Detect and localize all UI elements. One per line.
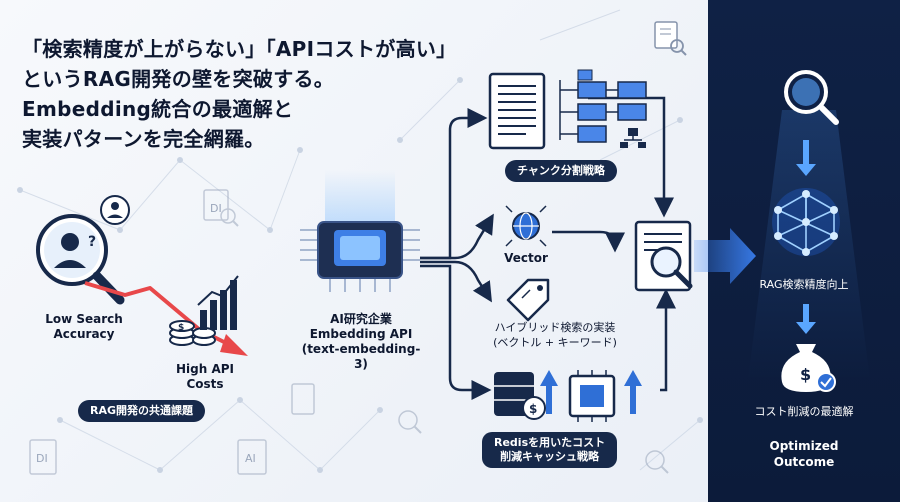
document-magnifier-icon bbox=[634, 220, 693, 292]
chip-label-line1: AI研究企業 bbox=[330, 312, 392, 326]
knowledge-graph-icon bbox=[772, 188, 840, 256]
low-search-accuracy-label: Low Search Accuracy bbox=[36, 312, 132, 342]
svg-text:$: $ bbox=[800, 365, 811, 384]
low-search-line1: Low Search bbox=[45, 312, 123, 326]
rising-bar-chart-icon bbox=[197, 275, 239, 330]
svg-text:?: ? bbox=[88, 234, 96, 250]
chunk-strategy-badge: チャンク分割戦略 bbox=[505, 160, 617, 182]
embedding-api-label: AI研究企業 Embedding API (text-embedding-3) bbox=[296, 312, 426, 372]
chip-label-line3: (text-embedding-3) bbox=[301, 342, 421, 371]
redis-line2: 削減キャッシュ戦略 bbox=[500, 450, 600, 463]
down-arrow-icon-1 bbox=[796, 140, 816, 176]
search-person-icon: ? bbox=[36, 214, 125, 305]
high-api-line1: High API bbox=[175, 362, 234, 376]
keyword-tag-icon bbox=[506, 278, 550, 322]
hybrid-search-label: ハイブリッド検索の実装 (ベクトル + キーワード) bbox=[470, 320, 640, 350]
embedding-chip-icon bbox=[300, 170, 420, 292]
headline-line3: Embedding統合の最適解と bbox=[22, 97, 294, 121]
cache-up-arrow-icon bbox=[540, 370, 642, 414]
coins-icon: $ bbox=[169, 320, 216, 346]
outcome-line1: Optimized bbox=[769, 439, 839, 453]
common-issues-badge: RAG開発の共通課題 bbox=[78, 400, 206, 422]
low-search-line2: Accuracy bbox=[53, 327, 115, 341]
optimized-outcome-label: Optimized Outcome bbox=[708, 438, 900, 470]
down-arrow-icon-2 bbox=[796, 304, 816, 334]
headline-line1: 「検索精度が上がらない」「APIコストが高い」 bbox=[22, 37, 457, 61]
document-search-icon bbox=[654, 21, 687, 56]
faint-doc-text-3: DI bbox=[36, 452, 48, 465]
high-api-line2: Costs bbox=[186, 377, 224, 391]
svg-text:$: $ bbox=[178, 323, 184, 333]
cost-optimization-label: コスト削減の最適解 bbox=[754, 405, 854, 418]
faint-doc-text-1: DI bbox=[210, 202, 222, 215]
chip-label-line2: Embedding API bbox=[309, 327, 413, 341]
outcome-line2: Outcome bbox=[773, 455, 835, 469]
money-bag-check-icon: $ bbox=[781, 344, 836, 392]
hierarchy-icon bbox=[620, 128, 646, 148]
hybrid-line1: ハイブリッド検索の実装 bbox=[494, 321, 616, 334]
headline: 「検索精度が上がらない」「APIコストが高い」 というRAG開発の壁を突破する。… bbox=[22, 34, 462, 154]
redis-line1: Redisを用いたコスト bbox=[494, 436, 606, 449]
accuracy-up-label: RAG検索精度向上 bbox=[759, 278, 849, 291]
to-outcome-arrow bbox=[694, 228, 756, 284]
faint-document-icon bbox=[29, 189, 669, 475]
chunk-flowchart-icon bbox=[559, 69, 647, 143]
processor-chip-icon bbox=[568, 370, 616, 422]
document-icon bbox=[488, 72, 546, 150]
search-magnifier-icon bbox=[784, 70, 839, 125]
redis-cache-badge: Redisを用いたコスト 削減キャッシュ戦略 bbox=[482, 432, 618, 468]
light-beam bbox=[748, 110, 870, 380]
flow-arrows bbox=[420, 96, 676, 400]
headline-line2: というRAG開発の壁を突破する。 bbox=[22, 67, 335, 91]
hybrid-line2: (ベクトル + キーワード) bbox=[493, 336, 617, 349]
vector-globe-icon bbox=[505, 205, 547, 247]
user-question-icon bbox=[100, 195, 130, 225]
faint-doc-text-2: AI bbox=[245, 452, 256, 465]
headline-line4: 実装パターンを完全網羅。 bbox=[22, 127, 265, 151]
high-api-costs-label: High API Costs bbox=[160, 362, 250, 392]
vector-label: Vector bbox=[504, 251, 548, 265]
svg-text:$: $ bbox=[529, 402, 537, 416]
redis-database-icon: $ bbox=[494, 372, 546, 420]
